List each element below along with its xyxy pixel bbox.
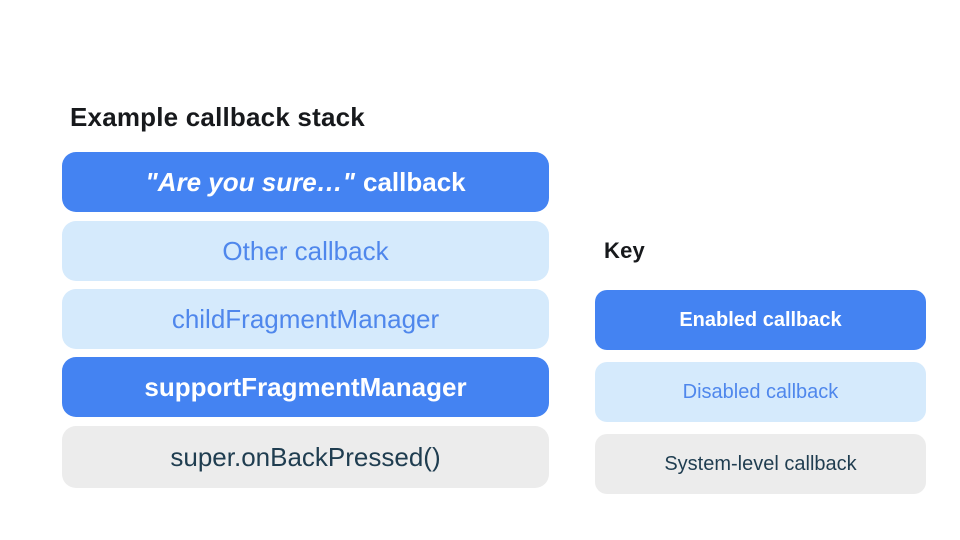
stack-item-label: childFragmentManager <box>171 303 440 334</box>
key-item-disabled-callback: Disabled callback <box>595 362 926 422</box>
stack-item-other-callback: Other callback <box>62 221 549 281</box>
key-item-label: Disabled callback <box>682 380 839 403</box>
stack-item-label: super.onBackPressed() <box>170 441 441 472</box>
stack-item-super-onbackpressed: super.onBackPressed() <box>62 426 549 488</box>
key-item-label: System-level callback <box>664 452 857 475</box>
stack-item-are-you-sure-callback: "Are you sure…" callback <box>62 152 549 212</box>
stack-item-label: supportFragmentManager <box>144 371 467 402</box>
key-item-enabled-callback: Enabled callback <box>595 290 926 350</box>
stack-item-label: Other callback <box>222 235 389 266</box>
stack-item-label: callback <box>362 166 466 197</box>
stack-title: Example callback stack <box>70 102 365 132</box>
key-item-label: Enabled callback <box>679 308 842 331</box>
key-title: Key <box>604 238 645 263</box>
stack-item-childfragmentmanager: childFragmentManager <box>62 289 549 349</box>
stack-item-label-quoted: "Are you sure…" <box>145 166 355 197</box>
key-item-system-level-callback: System-level callback <box>595 434 926 494</box>
stack-item-supportfragmentmanager: supportFragmentManager <box>62 357 549 417</box>
